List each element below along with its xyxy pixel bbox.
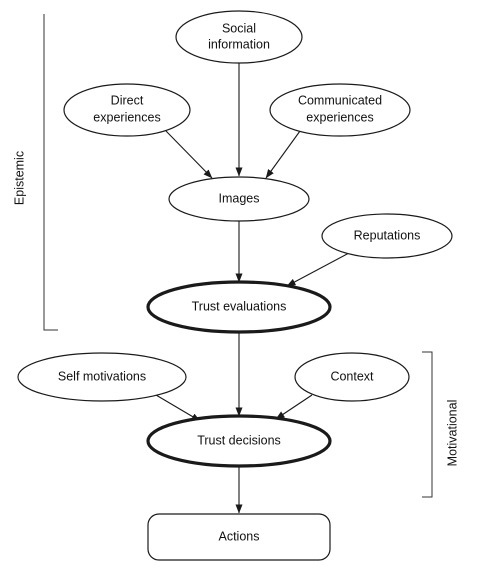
node-reputations: Reputations bbox=[321, 213, 453, 259]
node-actions-label: Actions bbox=[219, 529, 260, 543]
node-communicated-experiences-line-2: experiences bbox=[306, 110, 373, 124]
epistemic-bracket: Epistemic bbox=[12, 14, 58, 331]
node-trust-evaluations-label: Trust evaluations bbox=[192, 299, 287, 313]
node-trust-evaluations: Trust evaluations bbox=[146, 280, 332, 334]
node-self-motivations-label: Self motivations bbox=[58, 369, 146, 383]
edge-communicated-experiences-to-images bbox=[265, 130, 301, 179]
node-actions: Actions bbox=[147, 513, 331, 561]
node-direct-experiences: Direct experiences bbox=[63, 83, 191, 137]
node-communicated-experiences-line-1: Communicated bbox=[298, 93, 382, 107]
motivational-bracket: Motivational bbox=[422, 351, 459, 498]
node-social-information-line-2: information bbox=[208, 37, 270, 51]
edges bbox=[155, 63, 350, 514]
node-social-information: Social information bbox=[175, 10, 303, 64]
node-social-information-line-1: Social bbox=[222, 21, 256, 35]
epistemic-label: Epistemic bbox=[12, 151, 26, 205]
node-images: Images bbox=[168, 176, 310, 222]
edge-context-to-trust-decisions bbox=[275, 394, 313, 420]
motivational-label: Motivational bbox=[445, 400, 459, 467]
edge-reputations-to-trust-evaluations bbox=[286, 252, 350, 287]
node-context: Context bbox=[294, 352, 410, 402]
node-images-label: Images bbox=[219, 191, 260, 205]
node-trust-decisions: Trust decisions bbox=[146, 414, 332, 468]
node-context-label: Context bbox=[330, 369, 374, 383]
edge-direct-experiences-to-images bbox=[165, 130, 213, 179]
node-communicated-experiences: Communicated experiences bbox=[269, 83, 411, 137]
node-trust-decisions-label: Trust decisions bbox=[197, 433, 281, 447]
node-direct-experiences-line-2: experiences bbox=[93, 110, 160, 124]
node-direct-experiences-line-1: Direct bbox=[111, 93, 144, 107]
edge-self-motivations-to-trust-decisions bbox=[155, 394, 201, 422]
node-self-motivations: Self motivations bbox=[17, 352, 187, 402]
node-reputations-label: Reputations bbox=[354, 228, 421, 242]
